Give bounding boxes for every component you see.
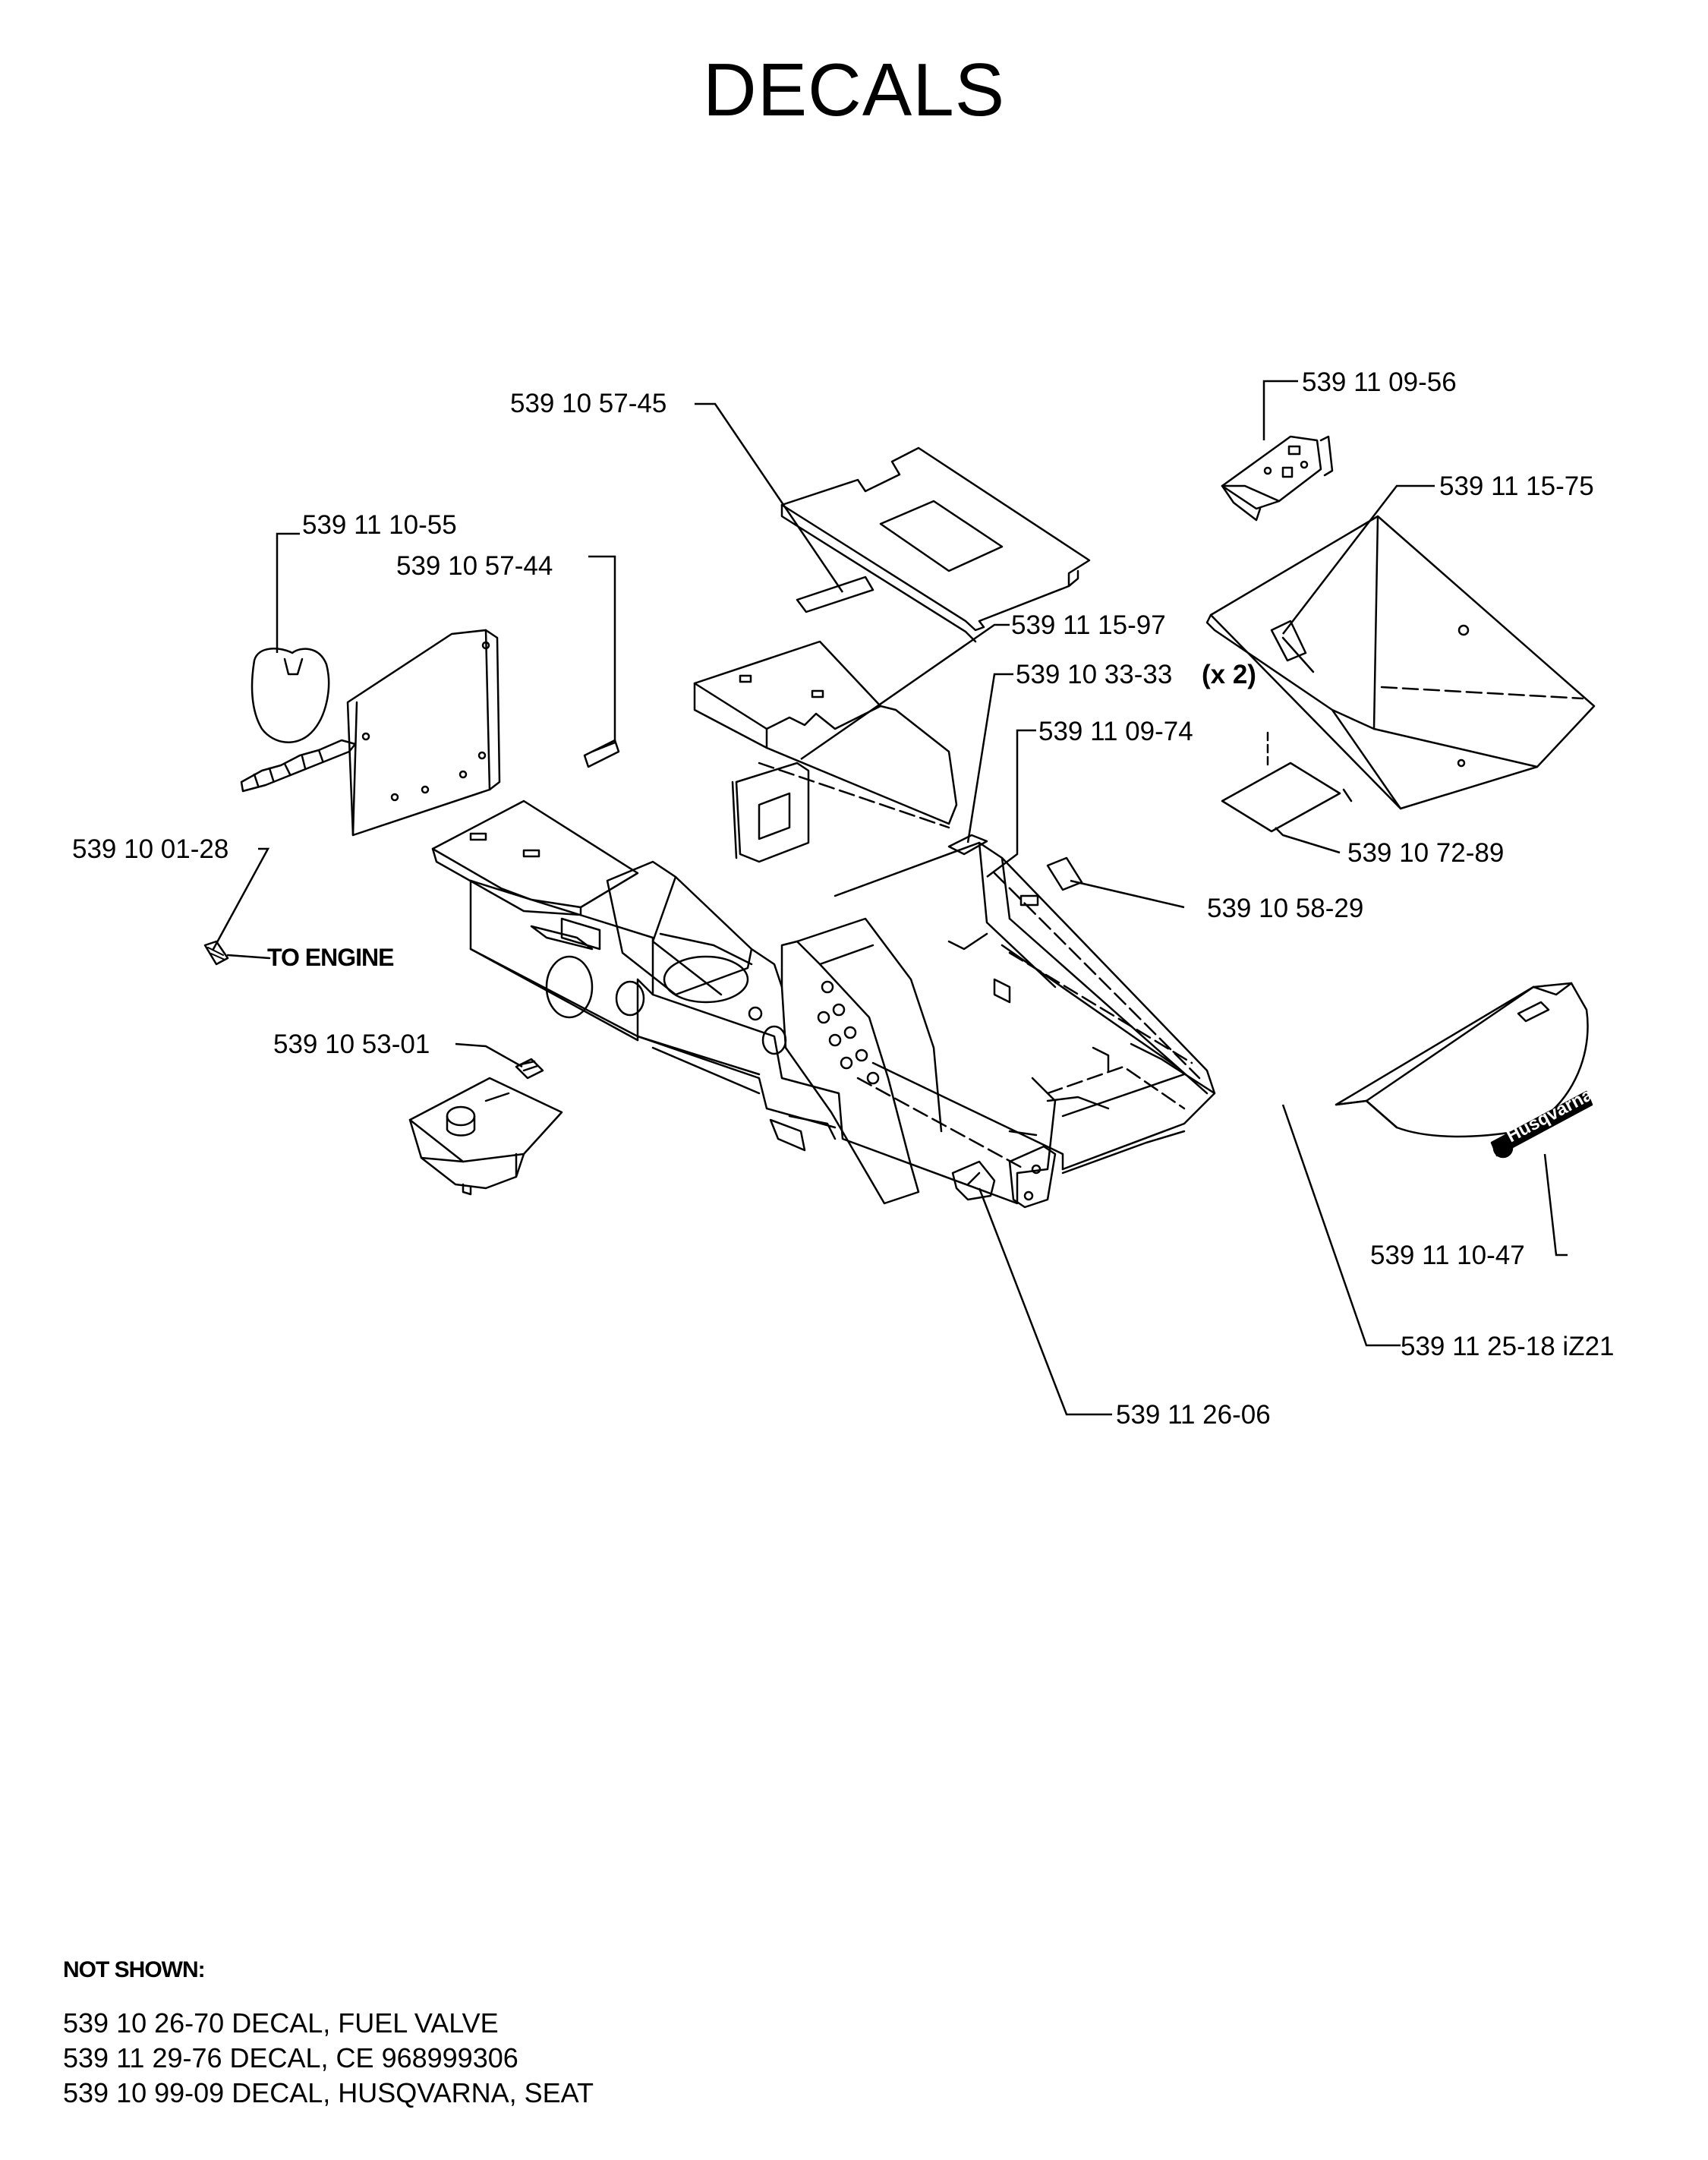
chassis-frame-drawing xyxy=(431,640,1216,1209)
leader-lines xyxy=(211,380,1568,1416)
callout-539-10-01-28: 539 10 01-28 xyxy=(72,834,228,864)
left-panel-drawing xyxy=(346,629,501,837)
husqvarna-logo-text: Husqvarna xyxy=(1503,1084,1596,1146)
callout-539-10-58-29: 539 10 58-29 xyxy=(1207,894,1363,923)
not-shown-header: NOT SHOWN: xyxy=(63,1957,206,1982)
rear-shroud-drawing xyxy=(1205,515,1596,810)
callout-539-10-57-44: 539 10 57-44 xyxy=(396,551,553,581)
not-shown-item: 539 11 29-76 DECAL, CE 968999306 xyxy=(63,2042,518,2073)
callout-539-10-72-89: 539 10 72-89 xyxy=(1347,838,1504,868)
frame-decal-drawing xyxy=(947,834,988,856)
callout-539-11-15-75: 539 11 15-75 xyxy=(1439,471,1594,501)
seat-plate-drawing xyxy=(780,446,1091,643)
callout-539-11-09-56: 539 11 09-56 xyxy=(1302,367,1457,397)
side-decal-drawing xyxy=(1046,856,1083,891)
callout-539-11-26-06: 539 11 26-06 xyxy=(1116,1400,1271,1430)
warning-strip-decal xyxy=(240,739,357,793)
callout-qty-x2: (x 2) xyxy=(1202,660,1256,689)
callout-539-11-15-97: 539 11 15-97 xyxy=(1011,610,1166,640)
not-shown-list: NOT SHOWN: 539 10 26-70 DECAL, FUEL VALV… xyxy=(63,1957,594,2111)
handle-decal-drawing xyxy=(951,1160,996,1201)
callout-539-11-09-74: 539 11 09-74 xyxy=(1038,717,1193,746)
callout-539-11-25-18-iz21: 539 11 25-18 iZ21 xyxy=(1401,1332,1615,1361)
callout-539-10-33-33: 539 10 33-33 xyxy=(1016,660,1172,689)
callout-539-11-10-55: 539 11 10-55 xyxy=(302,510,457,540)
engine-decal-drawing xyxy=(203,940,229,966)
warning-decal-shape xyxy=(251,648,330,743)
callout-539-11-10-47: 539 11 10-47 xyxy=(1370,1241,1525,1270)
to-engine-label: TO ENGINE xyxy=(267,944,394,971)
page-title: DECALS xyxy=(702,48,1006,131)
bracket-drawing xyxy=(1221,435,1334,522)
husqvarna-logo-decal xyxy=(1490,1090,1593,1159)
floor-decal-drawing xyxy=(1221,762,1341,833)
callout-539-10-57-45: 539 10 57-45 xyxy=(510,389,666,418)
fuel-tank-drawing xyxy=(408,1077,563,1196)
fuel-decal-drawing xyxy=(515,1058,544,1080)
not-shown-item: 539 10 26-70 DECAL, FUEL VALVE xyxy=(63,2007,499,2039)
callout-539-10-53-01: 539 10 53-01 xyxy=(273,1030,430,1059)
not-shown-item: 539 10 99-09 DECAL, HUSQVARNA, SEAT xyxy=(63,2077,594,2108)
shroud-decal-drawing xyxy=(1270,620,1307,662)
tunnel-decal-drawing xyxy=(583,739,620,768)
seat-decal-drawing xyxy=(796,575,874,613)
